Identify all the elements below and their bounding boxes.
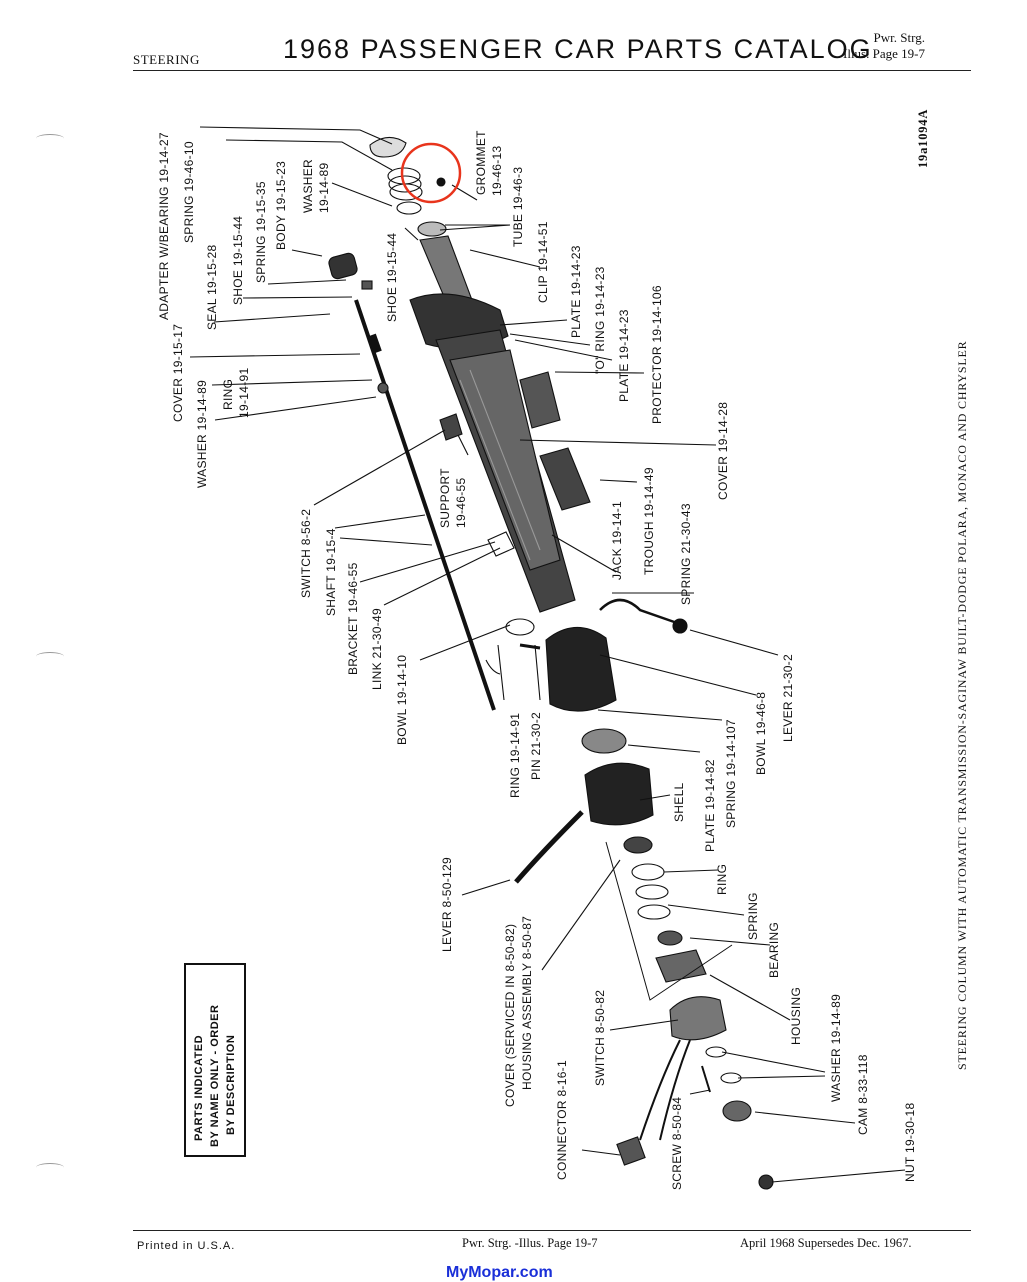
label-connector: CONNECTOR 8-16-1 — [555, 1060, 569, 1180]
label-washer-top-1: WASHER — [301, 158, 315, 213]
footer-printed: Printed in U.S.A. — [137, 1240, 236, 1252]
label-bowl-left: BOWL 19-14-10 — [395, 654, 409, 745]
label-housing: HOUSING — [789, 986, 803, 1045]
section-label: STEERING — [133, 52, 200, 67]
label-spring-right: SPRING 21-30-43 — [679, 503, 693, 605]
label-washer-top-2: 19-14-89 — [317, 162, 331, 213]
brand-link[interactable]: MyMopar.com — [446, 1264, 553, 1281]
label-cover-left: COVER 19-15-17 — [171, 323, 185, 422]
label-nut: NUT 19-30-18 — [903, 1102, 917, 1182]
footer-rule — [133, 1230, 971, 1231]
footer-date: April 1968 Supersedes Dec. 1967. — [740, 1236, 912, 1250]
label-plate-82: PLATE 19-14-82 — [703, 759, 717, 852]
punch-mark-bottom — [36, 1163, 64, 1172]
label-washer-bottom: WASHER 19-14-89 — [829, 993, 843, 1102]
label-o-ring: "O" RING 19-14-23 — [593, 266, 607, 374]
label-bracket: BRACKET 19-46-55 — [346, 562, 360, 675]
highlight-circle — [400, 142, 462, 204]
label-tube: TUBE 19-46-3 — [511, 166, 525, 247]
label-lever-left: LEVER 8-50-129 — [440, 857, 454, 952]
parts-note-line3: BY DESCRIPTION — [225, 1034, 237, 1135]
label-bowl-right: BOWL 19-46-8 — [754, 691, 768, 775]
label-grommet-2: 19-46-13 — [490, 145, 504, 196]
page-reference: Pwr. Strg. Illus. Page 19-7 — [843, 30, 925, 62]
label-washer-left: WASHER 19-14-89 — [195, 379, 209, 488]
label-ring-left-1: RING — [221, 378, 235, 410]
label-trough: TROUGH 19-14-49 — [642, 467, 656, 575]
label-shoe-left: SHOE 19-15-44 — [231, 215, 245, 305]
footer-page: Pwr. Strg. -Illus. Page 19-7 — [462, 1236, 598, 1250]
label-grommet-1: GROMMET — [474, 130, 488, 195]
label-clip: CLIP 19-14-51 — [536, 221, 550, 303]
label-cover-serviced: COVER (SERVICED IN 8-50-82) — [503, 923, 517, 1107]
label-housing-assembly: HOUSING ASSEMBLY 8-50-87 — [520, 915, 534, 1090]
label-ring-small: RING — [715, 863, 729, 895]
label-ring-bottom: RING 19-14-91 — [508, 712, 522, 798]
label-jack: JACK 19-14-1 — [610, 501, 624, 580]
parts-note-line2: BY NAME ONLY - ORDER — [209, 1004, 221, 1147]
label-shell: SHELL — [672, 782, 686, 822]
label-spring-107: SPRING 19-14-107 — [724, 719, 738, 828]
label-support-1: SUPPORT — [438, 468, 452, 528]
parts-note-line1: PARTS INDICATED — [193, 1034, 205, 1141]
label-spring-small: SPRING — [746, 892, 760, 940]
figure-caption: STEERING COLUMN WITH AUTOMATIC TRANSMISS… — [955, 340, 969, 1070]
page-reference-line1: Pwr. Strg. — [873, 30, 925, 45]
label-switch-left: SWITCH 8-56-2 — [299, 508, 313, 598]
illustration-id: 19a1094A — [916, 108, 930, 168]
label-lever-right: LEVER 21-30-2 — [781, 654, 795, 742]
label-ring-left-2: 19-14-91 — [237, 367, 251, 418]
page-reference-line2: Illus. Page 19-7 — [843, 46, 925, 61]
label-shoe-center: SHOE 19-15-44 — [385, 232, 399, 322]
label-bearing: BEARING — [767, 921, 781, 978]
label-shaft: SHAFT 19-15-4 — [324, 528, 338, 616]
label-link: LINK 21-30-49 — [370, 608, 384, 690]
punch-mark-top — [36, 134, 64, 143]
label-spring-top: SPRING 19-46-10 — [182, 141, 196, 243]
parts-note-box: PARTS INDICATED BY NAME ONLY - ORDER BY … — [184, 963, 246, 1157]
label-seal: SEAL 19-15-28 — [205, 244, 219, 330]
header-rule — [133, 70, 971, 71]
label-support-2: 19-46-55 — [454, 477, 468, 528]
label-cam: CAM 8-33-118 — [856, 1054, 870, 1135]
label-plate-2: PLATE 19-14-23 — [617, 309, 631, 402]
label-cover-right: COVER 19-14-28 — [716, 401, 730, 500]
label-adapter: ADAPTER W/BEARING 19-14-27 — [157, 132, 171, 320]
label-plate-1: PLATE 19-14-23 — [569, 245, 583, 338]
page-title: 1968 PASSENGER CAR PARTS CATALOG — [283, 34, 873, 64]
label-pin: PIN 21-30-2 — [529, 712, 543, 780]
label-spring-mid: SPRING 19-15-35 — [254, 181, 268, 283]
label-screw: SCREW 8-50-84 — [670, 1096, 684, 1190]
punch-mark-middle — [36, 652, 64, 661]
label-switch-bottom: SWITCH 8-50-82 — [593, 989, 607, 1086]
label-protector: PROTECTOR 19-14-106 — [650, 285, 664, 424]
label-body: BODY 19-15-23 — [274, 160, 288, 250]
